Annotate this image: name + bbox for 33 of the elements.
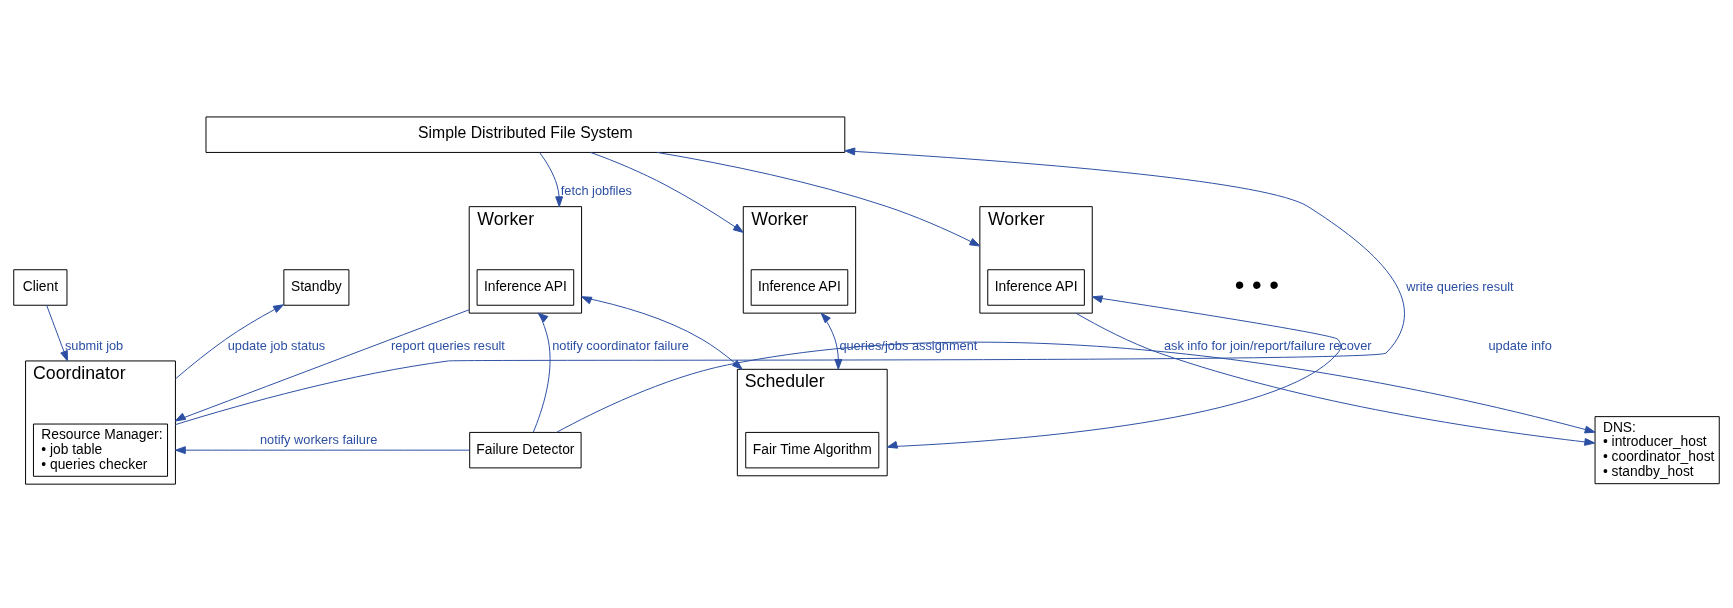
edge-label: write queries result [1406, 278, 1514, 294]
node-box: Inference API [750, 268, 849, 306]
label: • • • [1234, 268, 1280, 300]
edge-label: update info [1488, 337, 1552, 352]
arrow [532, 312, 551, 433]
arrow [46, 304, 68, 361]
arrow [174, 445, 471, 454]
node-box: Inference API [987, 268, 1085, 306]
edge-label: notify workers failure [259, 431, 378, 447]
node-box: Resource Manager: • job table • queries checker [32, 423, 169, 477]
arrow [656, 151, 981, 247]
node-box: Simple Distributed File System [205, 115, 846, 153]
arrow [539, 151, 564, 207]
arrow [581, 295, 743, 370]
node-box: Failure Detector [469, 431, 582, 468]
edge-label: notify coordinator failure [552, 337, 689, 352]
arrow [174, 308, 470, 422]
edge-label: fetch jobfiles [560, 182, 632, 198]
arrow [556, 341, 1596, 433]
node-box: Fair Time Algorithm [745, 431, 880, 468]
arrow [1075, 312, 1596, 446]
node-box: DNS: • introducer_host • coordinator_host • standby_host [1594, 415, 1720, 484]
edge-label: update job status [227, 337, 326, 352]
arrow [174, 147, 1405, 425]
node-box: Inference API [476, 268, 575, 306]
arrow [820, 312, 843, 370]
node-box: Client [13, 268, 68, 306]
arrow [590, 151, 744, 233]
arrow [174, 303, 284, 379]
node-box: Standby [283, 268, 350, 306]
edge-label: submit job [64, 337, 124, 352]
arrow [886, 294, 1342, 449]
edge-label: report queries result [391, 337, 505, 352]
